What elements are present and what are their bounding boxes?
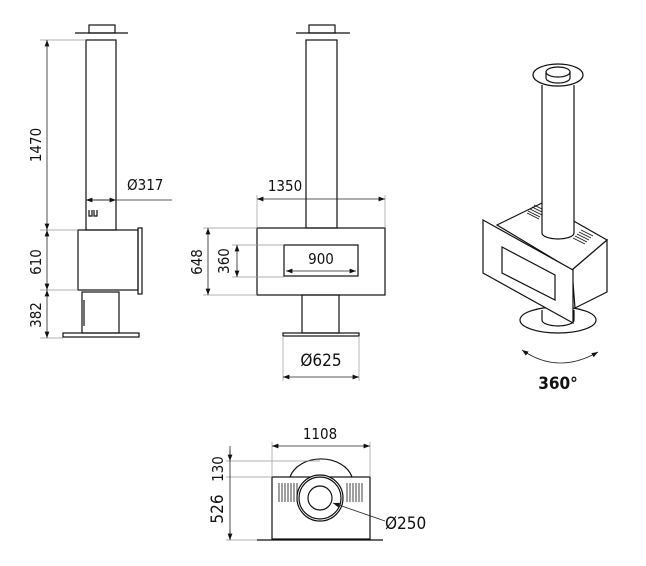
base-plate: [282, 332, 360, 337]
rear-arc: [289, 458, 353, 478]
flue-outlet: [307, 485, 333, 511]
body-height-label: 610: [27, 249, 45, 275]
fire-window: [501, 246, 556, 301]
rotation-arrow-icon: [521, 349, 599, 364]
flue-pipe: [541, 85, 575, 240]
side-view: 1470 610 382 Ø317: [27, 24, 172, 339]
vent-grille: [526, 204, 594, 245]
stand: [81, 291, 120, 334]
box-side: [571, 238, 608, 309]
flue-pipe: [85, 39, 117, 231]
body-height-label: 648: [188, 249, 206, 275]
rotation-label: 360°: [538, 374, 578, 394]
stand: [301, 294, 340, 334]
window-height-label: 360: [215, 248, 233, 274]
flue-diameter-label: Ø317: [127, 176, 163, 194]
outlet-diameter-label: Ø250: [385, 514, 426, 534]
flue-pipe: [305, 39, 338, 229]
width-label: 1350: [268, 177, 302, 195]
fire-window: [283, 244, 359, 277]
width-label: 1108: [303, 425, 337, 443]
isometric-view: 360°: [482, 63, 609, 394]
stand-height-label: 382: [27, 302, 45, 328]
depth-label: 526: [208, 494, 228, 523]
flue-height-label: 1470: [27, 128, 45, 162]
flue-cap: [88, 24, 116, 34]
stove-body: [77, 229, 139, 291]
top-view: Ø250 1108 130 526: [208, 425, 426, 541]
window-width-label: 900: [308, 250, 334, 268]
base-diameter-label: Ø625: [300, 351, 341, 371]
front-view: 1350 648 360 900 Ø625: [188, 24, 386, 381]
base-plate: [62, 332, 140, 338]
vent-grille: [278, 483, 363, 502]
rear-offset-label: 130: [209, 456, 227, 482]
